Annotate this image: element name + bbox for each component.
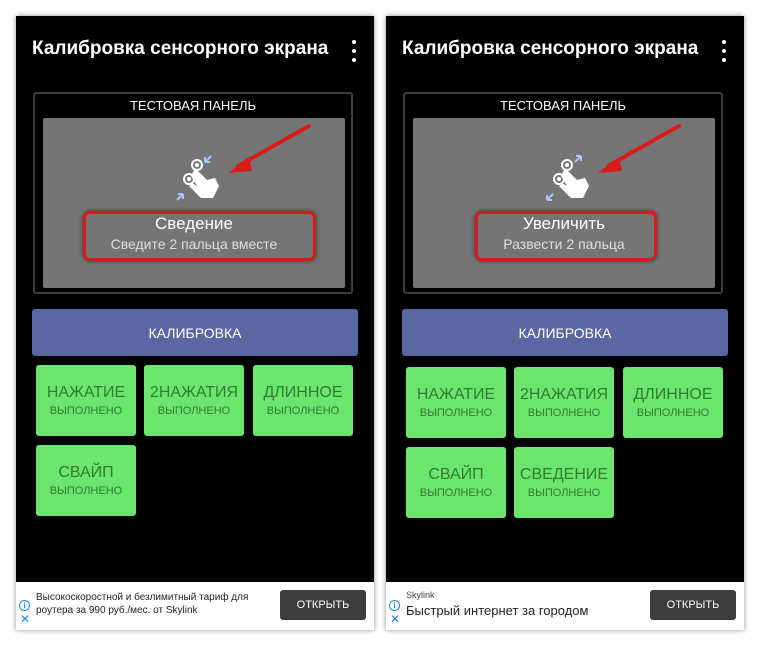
- info-icon[interactable]: i: [19, 600, 30, 611]
- tile-title: СВАЙП: [58, 464, 114, 481]
- more-vert-icon[interactable]: [718, 40, 730, 62]
- tile-status: ВЫПОЛНЕНО: [49, 485, 123, 497]
- tile-title: 2НАЖАТИЯ: [149, 384, 239, 401]
- tile-status: ВЫПОЛНЕНО: [527, 487, 601, 499]
- tile-title: ДЛИННОЕ: [633, 386, 713, 403]
- tile-title: ДЛИННОЕ: [263, 384, 343, 401]
- tile-tap[interactable]: НАЖАТИЕ ВЫПОЛНЕНО: [36, 365, 136, 436]
- highlight-box: [83, 211, 316, 261]
- gesture-subtitle: Развести 2 пальца: [503, 236, 625, 252]
- red-arrow: [598, 124, 681, 173]
- close-icon[interactable]: ✕: [390, 612, 401, 626]
- status-bar: [16, 16, 374, 30]
- tile-status: ВЫПОЛНЕНО: [49, 405, 123, 417]
- tile-title: 2НАЖАТИЯ: [519, 386, 609, 403]
- touch-test-area[interactable]: Сведение Сведите 2 пальца вместе: [43, 118, 345, 288]
- tile-swipe[interactable]: СВАЙП ВЫПОЛНЕНО: [36, 445, 136, 516]
- touch-test-area[interactable]: Увеличить Развести 2 пальца: [413, 118, 715, 288]
- more-vert-icon[interactable]: [348, 40, 360, 62]
- panel-label: ТЕСТОВАЯ ПАНЕЛЬ: [129, 98, 257, 113]
- panel-label: ТЕСТОВАЯ ПАНЕЛЬ: [499, 98, 627, 113]
- ad-banner[interactable]: i ✕ Skylink Быстрый интернет за городом …: [386, 582, 744, 630]
- app-title: Калибровка сенсорного экрана: [402, 38, 699, 59]
- tile-status: ВЫПОЛНЕНО: [527, 407, 601, 419]
- tile-status: ВЫПОЛНЕНО: [419, 487, 493, 499]
- ad-brand: Skylink: [406, 590, 435, 600]
- phone-screen-zoom: Калибровка сенсорного экрана ТЕСТОВАЯ ПА…: [386, 16, 744, 630]
- tile-status: ВЫПОЛНЕНО: [636, 407, 710, 419]
- status-bar: [386, 16, 744, 30]
- tile-status: ВЫПОЛНЕНО: [419, 407, 493, 419]
- ad-open-button[interactable]: ОТКРЫТЬ: [650, 590, 736, 620]
- test-panel: ТЕСТОВАЯ ПАНЕЛЬ Увеличить Развести 2 пал…: [403, 92, 723, 294]
- ad-text: Высокоскоростной и безлимитный тариф для…: [36, 592, 249, 616]
- tile-status: ВЫПОЛНЕНО: [157, 405, 231, 417]
- tile-status: ВЫПОЛНЕНО: [266, 405, 340, 417]
- tile-title: НАЖАТИЕ: [46, 384, 126, 401]
- ad-open-button[interactable]: ОТКРЫТЬ: [280, 590, 366, 620]
- tile-tap[interactable]: НАЖАТИЕ ВЫПОЛНЕНО: [406, 367, 506, 438]
- ad-banner[interactable]: i ✕ Высокоскоростной и безлимитный тариф…: [16, 582, 374, 630]
- gesture-subtitle: Сведите 2 пальца вместе: [110, 236, 278, 252]
- tile-double-tap[interactable]: 2НАЖАТИЯ ВЫПОЛНЕНО: [144, 365, 244, 436]
- tile-title: СВЕДЕНИЕ: [519, 466, 609, 483]
- app-bar: Калибровка сенсорного экрана: [386, 30, 744, 80]
- tile-long-press[interactable]: ДЛИННОЕ ВЫПОЛНЕНО: [623, 367, 723, 438]
- highlight-box: [475, 211, 657, 261]
- tile-pinch[interactable]: СВЕДЕНИЕ ВЫПОЛНЕНО: [514, 447, 614, 518]
- phone-screen-pinch: Калибровка сенсорного экрана ТЕСТОВАЯ ПА…: [16, 16, 374, 630]
- calibrate-button[interactable]: КАЛИБРОВКА: [402, 309, 728, 356]
- app-bar: Калибровка сенсорного экрана: [16, 30, 374, 80]
- tile-title: СВАЙП: [428, 466, 484, 483]
- red-arrow: [228, 124, 311, 173]
- tile-double-tap[interactable]: 2НАЖАТИЯ ВЫПОЛНЕНО: [514, 367, 614, 438]
- tile-swipe[interactable]: СВАЙП ВЫПОЛНЕНО: [406, 447, 506, 518]
- app-title: Калибровка сенсорного экрана: [32, 38, 329, 59]
- ad-text: Быстрый интернет за городом: [406, 603, 589, 618]
- test-panel: ТЕСТОВАЯ ПАНЕЛЬ Сведение Сведите 2 пальц…: [33, 92, 353, 294]
- tile-title: НАЖАТИЕ: [416, 386, 496, 403]
- gesture-title: Сведение: [155, 214, 233, 233]
- zoom-gesture-icon: [546, 155, 589, 201]
- gesture-title: Увеличить: [523, 214, 605, 233]
- tile-long-press[interactable]: ДЛИННОЕ ВЫПОЛНЕНО: [253, 365, 353, 436]
- close-icon[interactable]: ✕: [20, 612, 31, 626]
- pinch-gesture-icon: [176, 155, 219, 201]
- info-icon[interactable]: i: [389, 600, 400, 611]
- calibrate-button[interactable]: КАЛИБРОВКА: [32, 309, 358, 356]
